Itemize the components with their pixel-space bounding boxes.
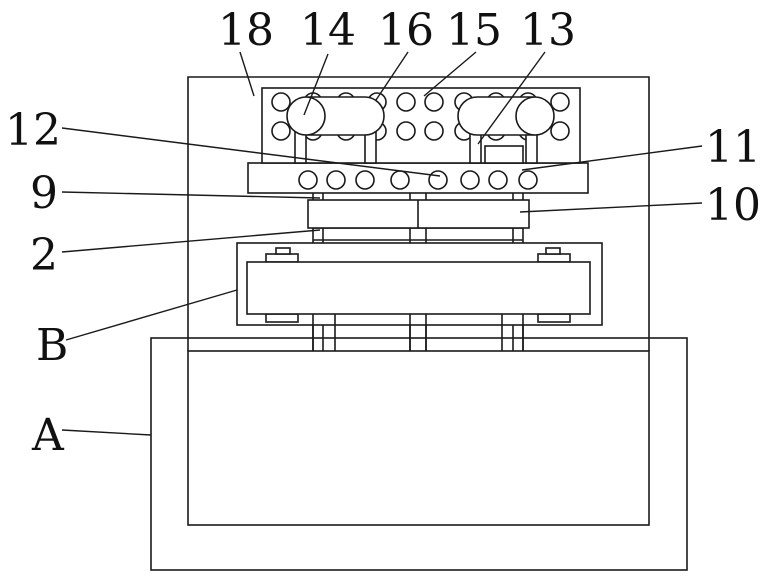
label-A: A — [31, 410, 65, 461]
label-14: 14 — [300, 5, 356, 56]
clamp-inner-block — [247, 262, 590, 314]
base-housing-outer — [151, 338, 687, 570]
label-9: 9 — [30, 168, 58, 219]
label-15: 15 — [446, 5, 502, 56]
base-housing-inner — [188, 351, 649, 525]
label-18: 18 — [218, 5, 274, 56]
label-10: 10 — [705, 180, 761, 231]
label-11: 11 — [705, 122, 761, 173]
right-roller-end — [516, 97, 554, 135]
label-12: 12 — [5, 105, 61, 156]
label-13: 13 — [520, 5, 576, 56]
label-16: 16 — [378, 5, 434, 56]
label-B: B — [36, 320, 68, 371]
left-roller-end — [287, 97, 325, 135]
label-2: 2 — [30, 230, 58, 281]
